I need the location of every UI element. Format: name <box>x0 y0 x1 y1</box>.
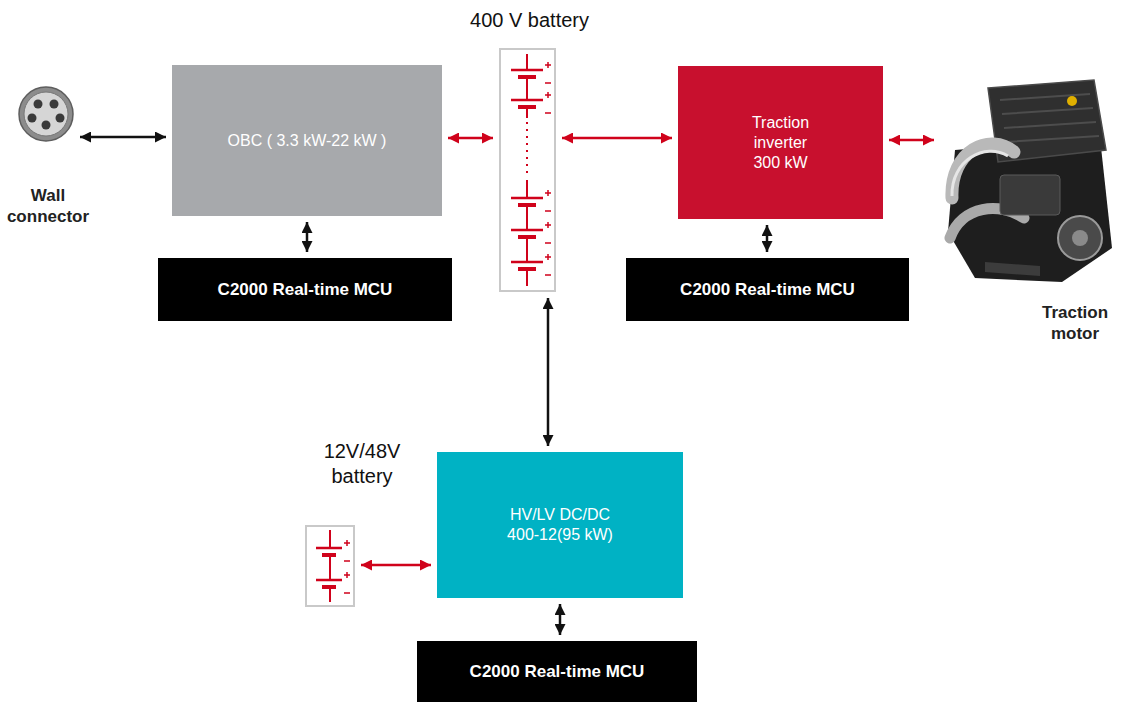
battery-gap <box>526 122 528 176</box>
box-label: C2000 Real-time MCU <box>680 279 855 300</box>
power-link-arrow <box>306 222 309 252</box>
power-link-arrow <box>361 564 431 567</box>
battery-plate <box>518 77 536 269</box>
battery-symbol <box>511 54 551 286</box>
plus-mark <box>545 62 551 260</box>
battery-lead <box>526 54 528 286</box>
traction-motor: Traction motor <box>940 80 1115 280</box>
battery-plate <box>316 548 342 580</box>
charger-box: OBC ( 3.3 kW-22 kW ) <box>172 65 442 216</box>
node-caption: Traction motor <box>1030 302 1120 345</box>
power-link-arrow <box>80 136 166 139</box>
node-caption: 400 V battery <box>401 8 658 33</box>
battery-plate <box>511 70 543 262</box>
box-label: OBC ( 3.3 kW-22 kW ) <box>228 131 387 151</box>
inverter-box: Traction inverter 300 kW <box>678 66 883 219</box>
power-link-arrow <box>547 298 550 446</box>
battery-symbol <box>316 530 350 602</box>
power-link-arrow <box>559 604 562 635</box>
power-link-arrow <box>448 137 493 140</box>
battery-plate <box>322 555 336 587</box>
pulley <box>1058 216 1102 260</box>
box-label: C2000 Real-time MCU <box>470 661 645 682</box>
motor-illustration <box>948 80 1112 282</box>
box-label: Traction inverter 300 kW <box>741 113 821 173</box>
power-link-arrow <box>562 137 672 140</box>
power-link-arrow <box>889 139 934 142</box>
minus-mark <box>545 83 551 275</box>
socket-pin <box>50 100 59 109</box>
oil-cap <box>1067 96 1077 106</box>
battery-pack: 400 V battery <box>499 48 556 292</box>
node-caption: 12V/48V battery <box>302 439 422 489</box>
box-label: C2000 Real-time MCU <box>218 279 393 300</box>
mcu-box: C2000 Real-time MCU <box>158 258 452 321</box>
pulley-hub <box>1072 230 1088 246</box>
engine-block <box>948 138 1112 282</box>
socket-pin <box>34 100 43 109</box>
plus-mark <box>344 540 350 578</box>
battery-lead <box>329 530 331 602</box>
battery-pack: 12V/48V battery <box>305 525 355 607</box>
socket-pin <box>42 121 51 130</box>
socket-pin <box>56 114 65 123</box>
socket-pin <box>28 114 37 123</box>
wall-connector: Wall connector <box>18 86 74 142</box>
converter-box: HV/LV DC/DC 400-12(95 kW) <box>437 452 683 598</box>
node-caption: Wall connector <box>4 185 92 228</box>
mcu-box: C2000 Real-time MCU <box>626 258 909 321</box>
cover-rib <box>1000 94 1099 142</box>
box-label: HV/LV DC/DC 400-12(95 kW) <box>505 505 615 545</box>
wall-connector-icon <box>19 87 73 141</box>
engine-housing <box>1000 175 1060 215</box>
minus-mark <box>344 561 350 593</box>
oil-pan <box>985 262 1040 276</box>
mcu-box: C2000 Real-time MCU <box>417 641 697 702</box>
socket-rim <box>19 87 73 141</box>
power-link-arrow <box>766 225 769 252</box>
socket-face <box>24 92 68 136</box>
